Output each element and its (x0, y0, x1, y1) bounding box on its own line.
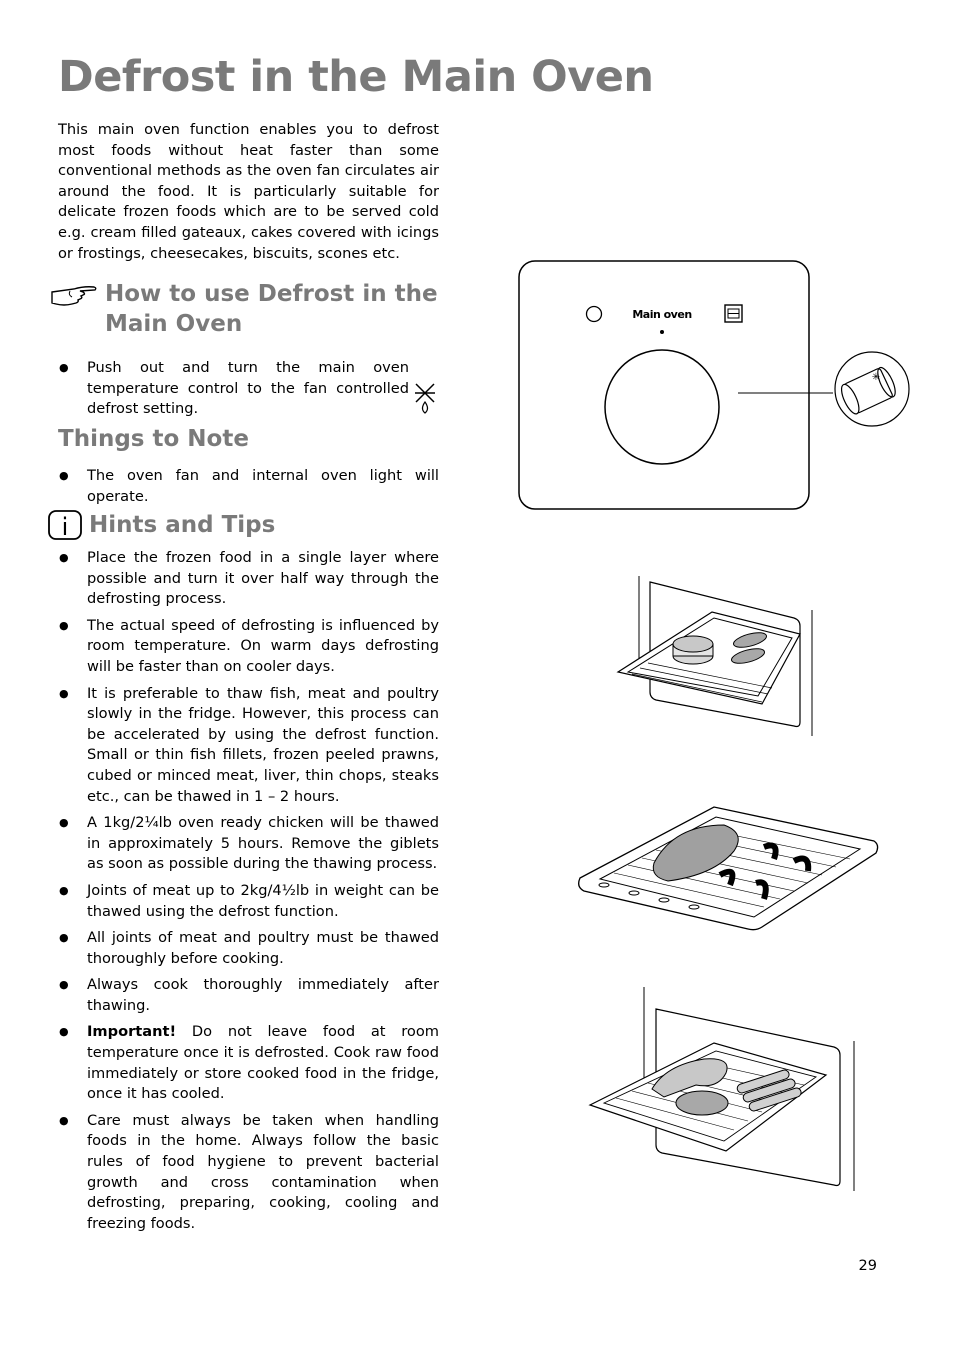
how-to-step: Push out and turn the main oven temperat… (58, 358, 439, 420)
how-to-heading: How to use Defrost in the Main Oven (105, 279, 445, 339)
note-item-text: The oven fan and internal oven light wil… (87, 467, 439, 505)
temperature-control-knob (604, 349, 720, 465)
hint-item-text: Always cook thoroughly immediately after… (87, 976, 439, 1014)
how-to-steps: Push out and turn the main oven temperat… (58, 358, 439, 426)
things-to-note-list: The oven fan and internal oven light wil… (58, 466, 439, 513)
hint-item-text: A 1kg/2¼lb oven ready chicken will be th… (87, 814, 439, 873)
hint-item: Care must always be taken when handling … (58, 1111, 439, 1235)
control-panel-label: Main oven (632, 308, 691, 321)
hint-item: Joints of meat up to 2kg/4½lb in weight … (58, 881, 439, 922)
hints-list: Place the frozen food in a single layer … (58, 548, 439, 1240)
svg-text:i: i (62, 513, 69, 541)
defrost-icon (415, 383, 435, 414)
hint-item-important: Important! Do not leave food at room tem… (58, 1022, 439, 1104)
hint-item: It is preferable to thaw fish, meat and … (58, 684, 439, 808)
things-to-note-section: Things to Note (58, 424, 439, 454)
how-to-heading-line2: Main Oven (105, 311, 243, 337)
important-text: Do not leave food at room temperature on… (87, 1023, 439, 1103)
oven-light-icon (724, 304, 743, 323)
how-to-step-text: Push out and turn the main oven temperat… (87, 359, 409, 418)
knob-detail-circle (834, 351, 910, 427)
svg-text:✳: ✳ (872, 372, 880, 383)
hint-item: The actual speed of defrosting is influe… (58, 616, 439, 678)
hint-item-text: All joints of meat and poultry must be t… (87, 929, 439, 967)
note-item: The oven fan and internal oven light wil… (58, 466, 439, 507)
hints-heading: Hints and Tips (89, 512, 276, 538)
hint-item: Always cook thoroughly immediately after… (58, 975, 439, 1016)
hint-item: All joints of meat and poultry must be t… (58, 928, 439, 969)
oven-grill-meat-illustration (588, 987, 855, 1191)
hint-item-text: The actual speed of defrosting is influe… (87, 616, 439, 675)
indicator-light-icon (585, 305, 603, 323)
hint-item: Place the frozen food in a single layer … (58, 548, 439, 610)
hint-item-text: It is preferable to thaw fish, meat and … (87, 684, 439, 805)
oven-shelf-cake-illustration (616, 576, 813, 736)
hint-item-text: Care must always be taken when handling … (87, 1111, 439, 1232)
important-label: Important! (87, 1023, 177, 1041)
control-panel-illustration: Main oven ✳ (518, 260, 910, 510)
hint-item-text: Place the frozen food in a single layer … (87, 549, 439, 608)
page-number: 29 (858, 1258, 877, 1274)
hint-item: A 1kg/2¼lb oven ready chicken will be th… (58, 813, 439, 875)
knob-detail-icon (840, 366, 896, 415)
things-to-note-heading: Things to Note (58, 426, 249, 452)
hints-heading-wrap: Hints and Tips (89, 510, 470, 540)
info-icon: i (48, 510, 82, 541)
intro-section: This main oven function enables you to d… (58, 120, 439, 264)
page-title: Defrost in the Main Oven (58, 52, 654, 102)
hint-item-text: Joints of meat up to 2kg/4½lb in weight … (87, 881, 439, 920)
pointing-hand-icon (51, 286, 97, 306)
how-to-heading-line1: How to use Defrost in the (105, 281, 438, 307)
grill-pan-illustration (578, 806, 879, 931)
intro-paragraph: This main oven function enables you to d… (58, 121, 439, 262)
